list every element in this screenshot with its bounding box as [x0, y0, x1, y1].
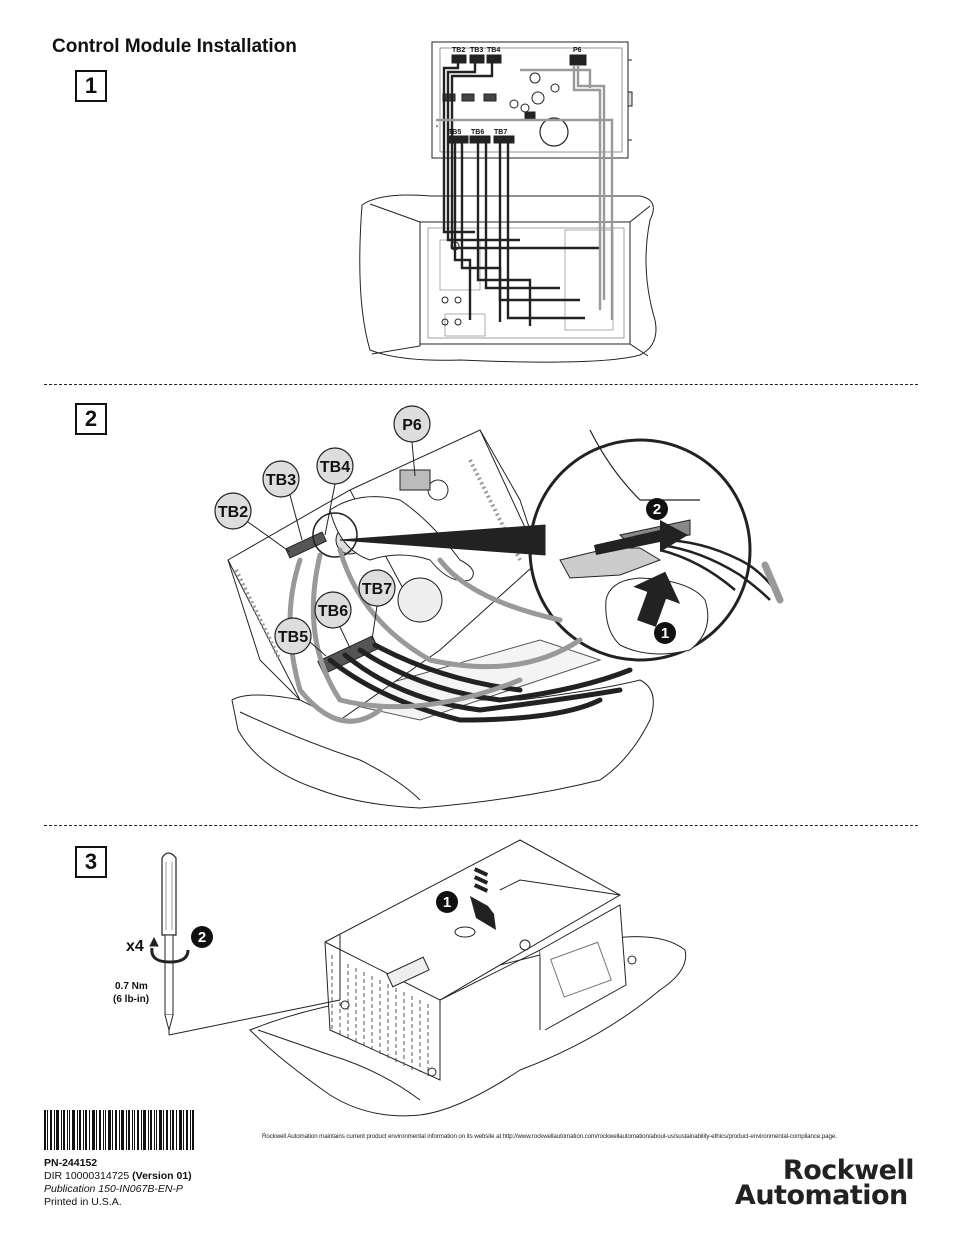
publication-number: Publication 150-IN067B-EN-P: [44, 1183, 183, 1195]
step-2-box: 2: [75, 403, 107, 435]
label-tb4: TB4: [487, 47, 500, 54]
step-3-box: 3: [75, 846, 107, 878]
environmental-notice: Rockwell Automation maintains current pr…: [262, 1133, 837, 1140]
dir-line: DIR 10000314725 (Version 01): [44, 1170, 192, 1183]
figure-1-wires: [436, 63, 614, 326]
label-tb6: TB6: [471, 129, 484, 136]
separator-1: [44, 384, 918, 385]
callout-tb7: TB7: [358, 569, 396, 641]
figure-1-terminal-labels: TB2 TB3 TB4 P6 TB5 TB6 TB7: [448, 47, 582, 136]
callout-tb6: TB6: [314, 591, 352, 649]
printed-in: Printed in U.S.A.: [44, 1196, 122, 1208]
label-tb2: TB2: [452, 47, 465, 54]
svg-text:TB4: TB4: [320, 459, 350, 476]
label-tb7: TB7: [494, 129, 507, 136]
figure-3-illustration: [149, 839, 687, 1117]
svg-text:TB6: TB6: [318, 603, 348, 620]
torque-lbin: (6 lb-in): [113, 994, 149, 1005]
svg-text:TB2: TB2: [218, 504, 248, 521]
page-title: Control Module Installation: [52, 36, 297, 57]
part-number: PN-244152: [44, 1157, 98, 1169]
separator-2: [44, 825, 918, 826]
label-p6: P6: [573, 47, 582, 54]
label-tb3: TB3: [470, 47, 483, 54]
label-tb5: TB5: [448, 129, 461, 136]
sequence-2-1: 1: [654, 622, 676, 644]
svg-text:2: 2: [198, 929, 206, 946]
barcode: [44, 1110, 194, 1150]
svg-text:1: 1: [661, 625, 669, 642]
count-label: x4: [126, 938, 144, 955]
svg-text:2: 2: [653, 501, 661, 518]
figure-2-callouts: P6 TB4 TB3 TB2 TB7 TB6 TB5 1 2: [214, 405, 676, 657]
callout-tb4: TB4: [316, 447, 354, 536]
svg-text:TB3: TB3: [266, 472, 296, 489]
figure-3-push-arrow: [470, 867, 496, 930]
dir-number: DIR 10000314725: [44, 1170, 133, 1182]
callout-p6: P6: [393, 405, 431, 477]
callout-tb5: TB5: [274, 617, 327, 657]
callout-tb3: TB3: [262, 460, 303, 541]
figure-3-callouts: 1 2 x4 0.7 Nm (6 lb-in): [113, 891, 458, 1005]
publication-info: PN-244152 DIR 10000314725 (Version 01) P…: [44, 1157, 192, 1209]
sequence-3-1: 1: [436, 891, 458, 913]
zoom-detail: [559, 429, 784, 655]
sequence-2-2: 2: [646, 498, 668, 520]
logo-line-2: Automation: [734, 1180, 908, 1211]
callout-tb2: TB2: [214, 492, 291, 553]
zoom-arrows: [594, 520, 688, 627]
dir-version: (Version 01): [132, 1170, 192, 1182]
svg-text:1: 1: [443, 894, 451, 911]
svg-text:TB7: TB7: [362, 581, 392, 598]
logo-line-1: Rockwell: [782, 1155, 915, 1186]
svg-text:TB5: TB5: [278, 629, 308, 646]
sequence-3-2: 2: [191, 926, 213, 948]
svg-text:P6: P6: [402, 417, 422, 434]
figure-2-wires: [287, 547, 633, 724]
torque-nm: 0.7 Nm: [115, 981, 148, 992]
rockwell-automation-logo: Rockwell Automation: [734, 1155, 915, 1211]
step-1-box: 1: [75, 70, 107, 102]
